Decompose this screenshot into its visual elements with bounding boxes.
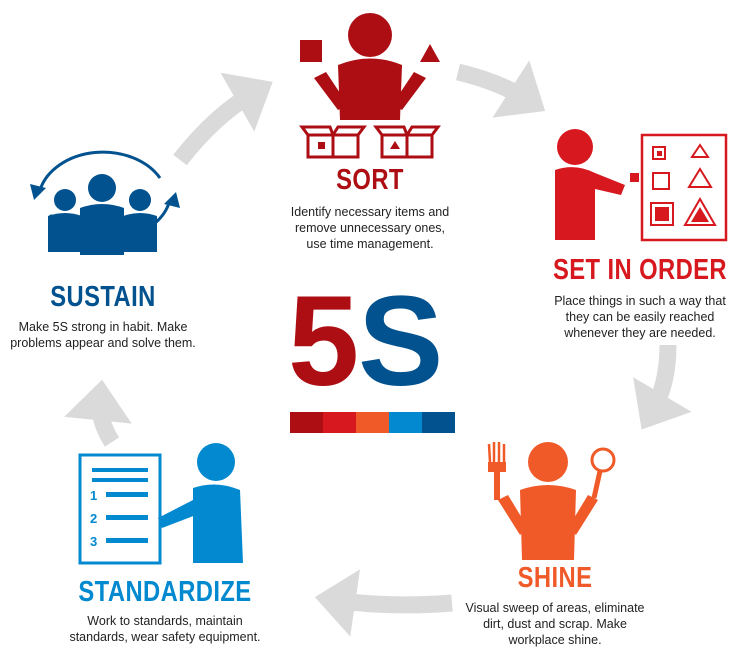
standardize-desc-line: standards, wear safety equipment.	[69, 630, 261, 644]
sustain-description: Make 5S strong in habit. Make problems a…	[0, 319, 223, 351]
standardize-description: Work to standards, maintain standards, w…	[45, 613, 285, 645]
sustain-desc-line: Make 5S strong in habit. Make	[18, 320, 188, 334]
set-in-order-title: SET IN ORDER	[552, 254, 728, 286]
logo-letter-s: S	[358, 270, 444, 413]
list-number-2: 2	[90, 511, 97, 526]
set-in-order-description: Place things in such a way that they can…	[520, 293, 744, 341]
person-brush-magnifier-icon	[487, 442, 616, 560]
person-sorting-boxes-icon	[299, 13, 441, 159]
sustain-desc-line: problems appear and solve them.	[10, 336, 196, 350]
color-swatch-sort	[290, 412, 323, 433]
shine-desc-line: workplace shine.	[508, 633, 602, 647]
shine-desc-line: dirt, dust and scrap. Make	[483, 617, 627, 631]
team-cycle-icon	[30, 150, 180, 255]
set-in-order-desc-line: they can be easily reached	[565, 310, 715, 324]
color-swatch-sustain	[422, 412, 455, 433]
color-swatch-standardize	[389, 412, 422, 433]
shine-desc-line: Visual sweep of areas, eliminate	[465, 601, 645, 615]
sort-desc-line: remove unnecessary ones,	[294, 221, 446, 235]
person-checklist-icon: 1 2 3	[78, 443, 243, 565]
logo-color-bar	[290, 412, 455, 433]
arrow-sort-to-set	[455, 60, 546, 118]
person-arranging-shapes-icon	[555, 129, 728, 242]
5s-logo: 5 S	[288, 270, 458, 438]
list-number-3: 3	[90, 534, 97, 549]
color-swatch-shine	[356, 412, 389, 433]
set-in-order-desc-line: whenever they are needed.	[564, 326, 716, 340]
sort-desc-line: use time management.	[306, 237, 434, 251]
standardize-title: STANDARDIZE	[78, 576, 252, 608]
standardize-desc-line: Work to standards, maintain	[87, 614, 243, 628]
list-number-1: 1	[90, 488, 97, 503]
color-swatch-set-in-order	[323, 412, 356, 433]
arrow-standardize-to-sustain	[64, 379, 132, 447]
logo-digit-5: 5	[288, 270, 359, 413]
set-in-order-desc-line: Place things in such a way that	[554, 294, 726, 308]
sort-title: SORT	[336, 164, 404, 196]
sort-description: Identify necessary items and remove unne…	[250, 204, 490, 252]
sustain-title: SUSTAIN	[50, 281, 156, 313]
shine-title: SHINE	[517, 562, 593, 594]
shine-description: Visual sweep of areas, eliminate dirt, d…	[435, 600, 675, 648]
arrow-set-to-shine	[633, 344, 692, 430]
arrow-sustain-to-sort	[173, 72, 273, 166]
sort-desc-line: Identify necessary items and	[290, 205, 450, 219]
arrow-shine-to-standardize	[314, 569, 453, 637]
